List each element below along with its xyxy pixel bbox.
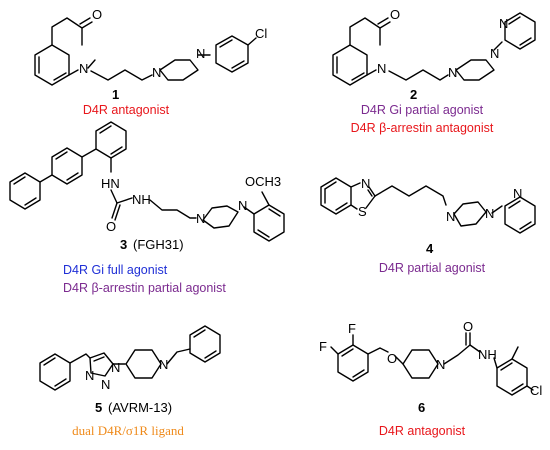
- activity-label: D4R β-arrestin antagonist: [351, 121, 494, 135]
- piperidine-ring: [402, 349, 439, 379]
- phenyl-ring: [51, 147, 83, 185]
- atom-label: N: [436, 357, 445, 372]
- atom-label: O: [463, 319, 473, 334]
- compound-1-structure: [34, 17, 257, 86]
- activity-label: dual D4R/σ1R ligand: [72, 423, 184, 438]
- phenyl-ring: [9, 172, 41, 210]
- piperazine-ring: [159, 59, 199, 81]
- atom-label: N: [79, 61, 88, 76]
- atom-label: OCH3: [245, 174, 281, 189]
- pyridine-ring: [504, 196, 536, 234]
- atom-label: N: [238, 198, 247, 213]
- atom-label: NH: [132, 192, 151, 207]
- compound-4-structure: [320, 177, 536, 234]
- phenyl-ring: [39, 353, 71, 391]
- activity-label: D4R Gi full agonist: [63, 263, 168, 277]
- piperazine-ring: [453, 201, 487, 227]
- atom-label: N: [499, 16, 508, 31]
- piperazine-ring: [455, 59, 495, 81]
- atom-label: N: [361, 176, 370, 191]
- atom-label: N: [111, 360, 120, 375]
- activity-label: D4R partial agonist: [379, 261, 486, 275]
- compound-6-structure: [330, 332, 534, 396]
- atom-label: Cl: [530, 383, 542, 398]
- benzene-ring: [34, 44, 70, 86]
- benzene-ring: [332, 44, 368, 86]
- piperazine-ring: [202, 205, 239, 229]
- atom-label: O: [92, 7, 102, 22]
- compound-3-structure: [9, 121, 285, 242]
- atom-label: N: [490, 46, 499, 61]
- compound-number: 5: [95, 400, 102, 415]
- compound-number: 4: [426, 241, 434, 256]
- atom-label: N: [377, 61, 386, 76]
- atom-label: F: [348, 321, 356, 336]
- atom-label: O: [390, 7, 400, 22]
- atom-label: O: [387, 351, 397, 366]
- piperidine-ring: [125, 349, 162, 379]
- atom-label: N: [196, 211, 205, 226]
- atom-label: N: [485, 206, 494, 221]
- compound-5-structure: [39, 325, 221, 391]
- activity-label: D4R Gi partial agonist: [361, 103, 484, 117]
- compound-number: 1: [112, 87, 119, 102]
- triazole-ring: [89, 352, 114, 377]
- activity-label: D4R antagonist: [379, 424, 466, 438]
- atom-label: S: [358, 204, 367, 219]
- chlorophenyl-ring: [215, 35, 249, 73]
- atom-label: F: [319, 339, 327, 354]
- atom-label: N: [159, 357, 168, 372]
- chlorophenyl-ring: [496, 358, 528, 396]
- compound-2-structure: [332, 12, 536, 86]
- phenyl-ring: [189, 325, 221, 363]
- activity-label: D4R antagonist: [83, 103, 170, 117]
- atom-label: N: [446, 209, 455, 224]
- atom-label: O: [106, 219, 116, 234]
- phenyl-ring: [95, 121, 127, 159]
- activity-label: D4R β-arrestin partial agonist: [63, 281, 226, 295]
- methoxyphenyl-ring: [253, 204, 285, 242]
- atom-label: N: [196, 46, 205, 61]
- pyridine-ring: [504, 12, 536, 50]
- compound-number: 3: [120, 237, 127, 252]
- atom-label: N: [101, 377, 110, 392]
- compound-alias: (FGH31): [133, 237, 184, 252]
- atom-label: N: [152, 65, 161, 80]
- atom-label: NH: [478, 347, 497, 362]
- atom-label: N: [448, 65, 457, 80]
- atom-label: HN: [101, 176, 120, 191]
- atom-label: N: [513, 186, 522, 201]
- compound-number: 6: [418, 400, 425, 415]
- difluorophenyl-ring: [337, 344, 369, 382]
- atom-label: Cl: [255, 26, 267, 41]
- compound-alias: (AVRM-13): [108, 400, 172, 415]
- compound-number: 2: [410, 87, 417, 102]
- atom-label: N: [85, 368, 94, 383]
- lactam-ring: [51, 17, 83, 46]
